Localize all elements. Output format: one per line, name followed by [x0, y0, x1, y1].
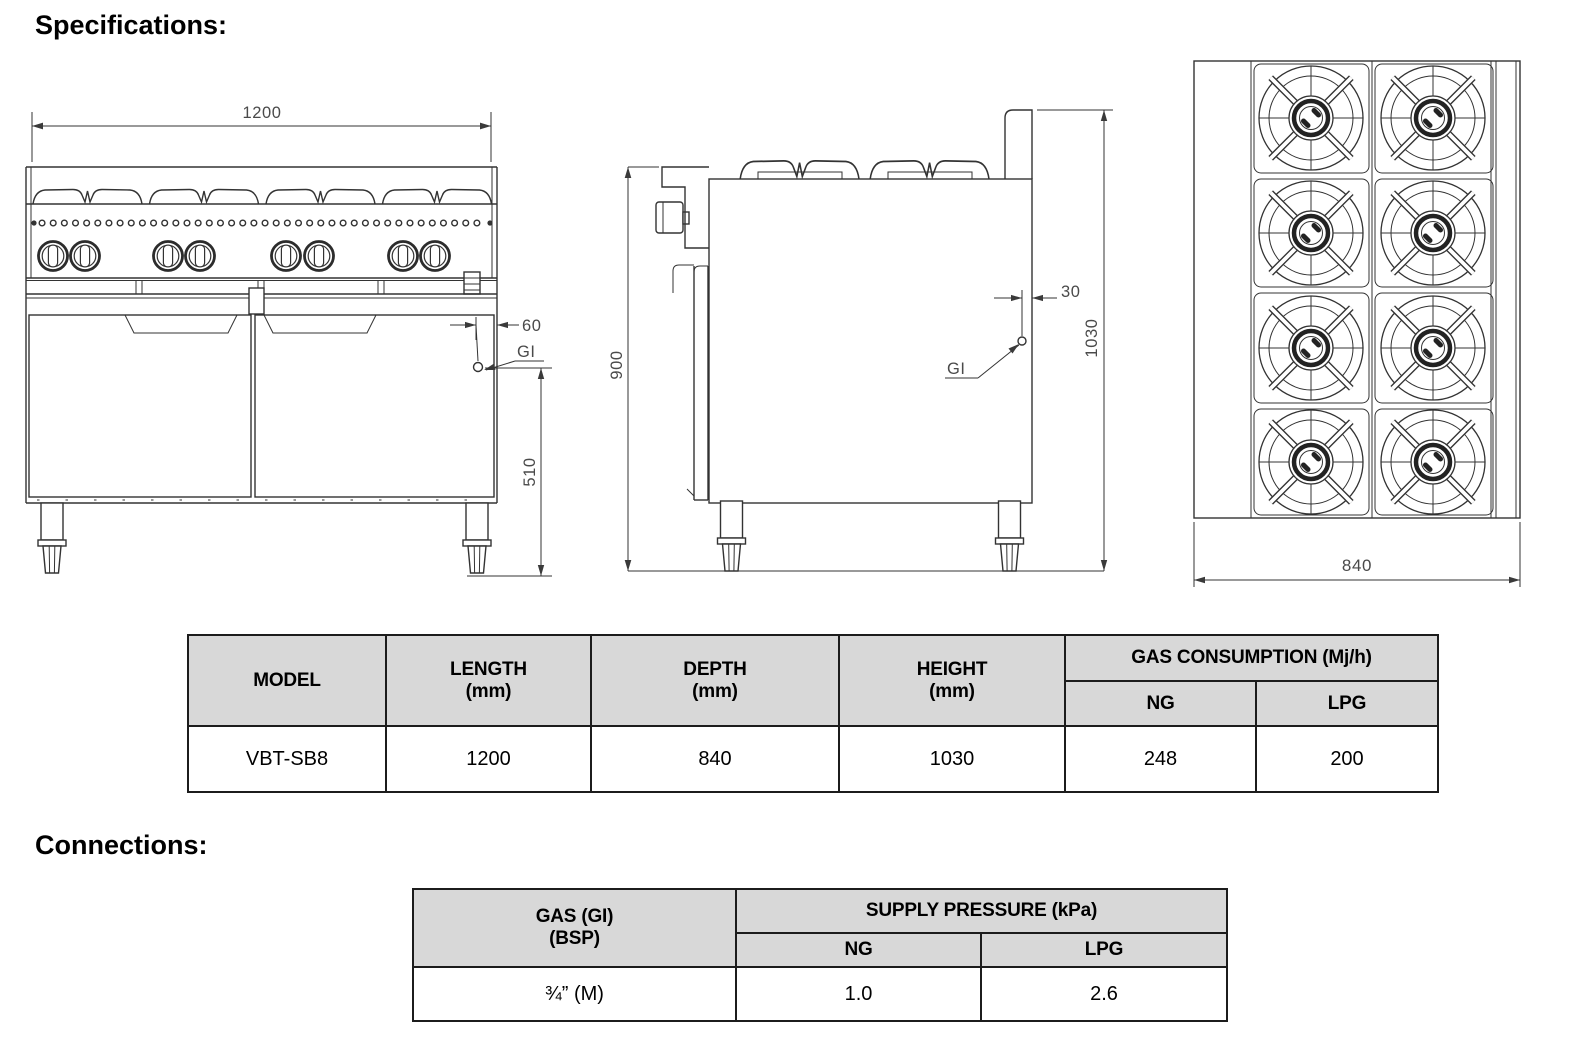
top-view-body	[1193, 60, 1521, 519]
burner-knob	[303, 240, 335, 272]
front-trivet	[148, 188, 260, 205]
side-bench-height-label: 900	[608, 350, 626, 379]
col-header-height-line2: (mm)	[929, 680, 975, 702]
col-header-gas-line1: GAS (GI)	[535, 906, 614, 928]
left-door-handle-recess	[124, 314, 238, 334]
front-gas-inlet-dimensions: 60 GI 510	[450, 317, 552, 577]
bench-center-joint	[248, 287, 265, 315]
col-header-gas-consumption: GAS CONSUMPTION (Mj/h)	[1063, 634, 1440, 682]
burner-knob	[152, 240, 184, 272]
spec-height-value: 1030	[838, 725, 1066, 793]
connections-table: GAS (GI) (BSP) SUPPLY PRESSURE (kPa) NG …	[412, 888, 1228, 1022]
col-header-length-line2: (mm)	[465, 680, 512, 702]
col-header-depth: DEPTH (mm)	[590, 634, 840, 727]
side-gas-inlet-point	[1017, 336, 1027, 346]
col-header-length: LENGTH (mm)	[385, 634, 592, 727]
spec-table-row: VBT-SB8 1200 840 1030 248 200	[187, 725, 1440, 793]
right-door-handle-recess	[263, 314, 377, 334]
top-depth-dim-label: 840	[1342, 556, 1372, 575]
side-bench-height-dimension: 900	[608, 166, 1104, 572]
burner-knob	[387, 240, 419, 272]
front-inlet-height-dim-label: 510	[521, 457, 539, 486]
spec-ng-value: 248	[1064, 725, 1257, 793]
col-header-height-line1: HEIGHT	[916, 658, 988, 680]
connection-size-value: ¾” (M)	[412, 966, 737, 1022]
side-knob	[655, 201, 684, 234]
right-door	[254, 314, 495, 498]
burner-knob	[37, 240, 69, 272]
splashback	[1004, 109, 1033, 179]
col-header-gas-bsp: GAS (GI) (BSP)	[412, 888, 737, 968]
burner	[1381, 66, 1485, 170]
col-header-depth-line2: (mm)	[692, 680, 738, 702]
front-right-leg	[462, 502, 492, 574]
col-header-pressure-ng: NG	[735, 932, 982, 968]
burner	[1381, 181, 1485, 285]
left-door	[28, 314, 252, 498]
col-header-lpg: LPG	[1254, 680, 1440, 727]
spec-lpg-value: 200	[1254, 725, 1440, 793]
front-width-dimension: 1200	[31, 104, 492, 162]
front-trivet	[32, 188, 143, 205]
side-offset-dim-label: 30	[1061, 283, 1081, 301]
burner-knob	[419, 240, 451, 272]
side-overall-height-dimension: 1030	[1037, 109, 1113, 571]
front-trivet	[265, 188, 376, 205]
side-overall-height-label: 1030	[1083, 318, 1101, 357]
burner-knob	[69, 240, 101, 272]
front-vent-holes	[31, 219, 493, 227]
col-header-model: MODEL	[187, 634, 387, 727]
gas-valve-fitting	[463, 271, 481, 295]
front-left-leg	[37, 502, 67, 574]
side-gas-inlet-dimensions: 30 GI	[945, 283, 1081, 379]
front-cabinet-doors	[26, 314, 497, 504]
burner	[1259, 66, 1363, 170]
front-offset-dim-label: 60	[522, 317, 542, 335]
side-left-leg	[716, 500, 747, 572]
connections-table-row: ¾” (M) 1.0 2.6	[412, 966, 1228, 1022]
col-header-height: HEIGHT (mm)	[838, 634, 1066, 727]
spec-depth-value: 840	[590, 725, 840, 793]
col-header-depth-line1: DEPTH	[683, 658, 747, 680]
spec-model-value: VBT-SB8	[187, 725, 387, 793]
side-gas-inlet-label: GI	[947, 360, 966, 378]
gas-inlet-point	[472, 361, 484, 373]
burner-knob	[270, 240, 302, 272]
burner	[1259, 296, 1363, 400]
side-front-panel	[661, 166, 709, 249]
specifications-heading: Specifications:	[35, 10, 228, 40]
spec-length-value: 1200	[385, 725, 592, 793]
burner-knob	[184, 240, 216, 272]
col-header-supply-pressure: SUPPLY PRESSURE (kPa)	[735, 888, 1228, 934]
connection-ng-value: 1.0	[735, 966, 982, 1022]
col-header-pressure-lpg: LPG	[980, 932, 1228, 968]
side-right-leg	[994, 500, 1025, 572]
burner	[1259, 181, 1363, 285]
specifications-table: MODEL LENGTH (mm) DEPTH (mm) HEIGHT (mm)…	[187, 634, 1440, 793]
connection-lpg-value: 2.6	[980, 966, 1228, 1022]
burner	[1259, 410, 1363, 514]
front-view-drawing: 1200	[25, 104, 552, 577]
col-header-ng: NG	[1064, 680, 1257, 727]
burner	[1381, 296, 1485, 400]
top-depth-dimension: 840	[1193, 522, 1521, 587]
col-header-gas-line2: (BSP)	[549, 928, 600, 949]
front-gas-inlet-label: GI	[517, 343, 536, 361]
front-trivet	[381, 188, 493, 205]
burner	[1381, 410, 1485, 514]
front-width-dim-label: 1200	[242, 104, 281, 122]
front-cooktop-body	[25, 166, 498, 503]
side-body	[655, 109, 1033, 504]
connections-heading: Connections:	[35, 830, 208, 860]
col-header-length-line1: LENGTH	[450, 658, 527, 680]
side-view-drawing: 900 1030 30 GI	[608, 109, 1113, 572]
top-view-drawing: 840	[1193, 60, 1521, 587]
